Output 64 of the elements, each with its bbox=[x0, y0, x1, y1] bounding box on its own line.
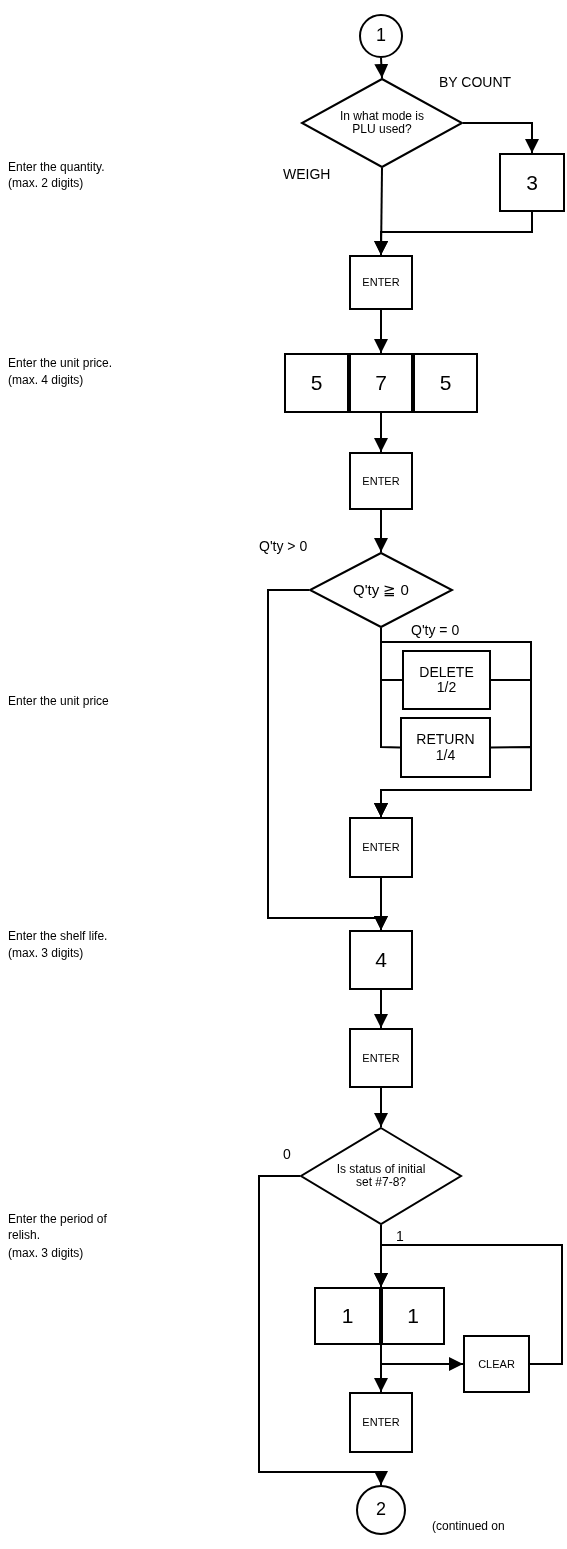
key-box bbox=[314, 1287, 381, 1345]
decision-diamond bbox=[301, 78, 463, 168]
arrow bbox=[374, 1087, 388, 1128]
instruction-note: Enter the period of relish. bbox=[8, 1212, 108, 1244]
decision-text: In what mode is PLU used? bbox=[338, 109, 425, 137]
key-label: 1 bbox=[407, 1304, 419, 1328]
arrow bbox=[374, 57, 389, 79]
arrow bbox=[462, 122, 539, 154]
key-box bbox=[349, 452, 413, 510]
instruction-note: (continued on bbox=[432, 1519, 506, 1535]
key-label: 3 bbox=[526, 170, 538, 195]
key-label: 4 bbox=[375, 948, 387, 972]
instruction-note: (max. 3 digits) bbox=[8, 946, 85, 962]
arrow bbox=[374, 509, 388, 553]
key-label: 1 bbox=[341, 1304, 354, 1328]
key-label: DELETE bbox=[419, 664, 474, 680]
key-box bbox=[349, 1028, 413, 1088]
instruction-note: Enter the shelf life. bbox=[8, 929, 109, 945]
key-box bbox=[349, 255, 413, 310]
decision-text: Q'ty ≧ 0 bbox=[353, 581, 409, 599]
instruction-note: (max. 3 digits) bbox=[8, 1246, 85, 1262]
key-box bbox=[381, 1287, 445, 1345]
key-box bbox=[413, 353, 478, 413]
arrow bbox=[374, 1344, 388, 1393]
arrow bbox=[374, 412, 388, 453]
key-box bbox=[349, 1392, 413, 1453]
connector-circle bbox=[356, 1485, 406, 1535]
key-label: RETURN bbox=[416, 732, 475, 748]
key-box bbox=[400, 717, 491, 778]
key-label: 7 bbox=[375, 371, 387, 395]
instruction-note: Enter the unit price. bbox=[8, 356, 114, 372]
arrow bbox=[374, 746, 532, 818]
instruction-note: Enter the quantity. bbox=[8, 160, 106, 176]
key-box bbox=[349, 353, 413, 413]
key-label: 2 bbox=[376, 1500, 386, 1520]
key-box bbox=[402, 650, 491, 710]
key-label: ENTER bbox=[362, 1416, 400, 1429]
arrow bbox=[374, 309, 388, 354]
key-box bbox=[499, 153, 565, 212]
key-box bbox=[349, 817, 413, 878]
key-box bbox=[284, 353, 349, 413]
arrow bbox=[258, 1175, 388, 1486]
key-label: ENTER bbox=[362, 841, 400, 854]
decision-diamond bbox=[300, 1127, 462, 1225]
key-label: ENTER bbox=[362, 474, 400, 488]
key-label: 1/4 bbox=[435, 747, 456, 763]
key-label: CLEAR bbox=[478, 1357, 515, 1371]
connector-circle bbox=[359, 14, 403, 58]
key-box bbox=[349, 930, 413, 990]
key-label: 5 bbox=[439, 371, 452, 395]
key-label: ENTER bbox=[362, 276, 400, 289]
instruction-note: (max. 4 digits) bbox=[8, 373, 85, 389]
arrow bbox=[374, 1244, 563, 1365]
key-label: 5 bbox=[310, 371, 323, 395]
instruction-note: Enter the unit price bbox=[8, 694, 110, 710]
key-label: ENTER bbox=[362, 1051, 400, 1065]
arrow bbox=[374, 989, 388, 1029]
key-label: 1 bbox=[376, 26, 386, 46]
arrow bbox=[374, 877, 388, 931]
key-label: 1/2 bbox=[436, 680, 457, 696]
decision-text: Is status of initial set #7-8? bbox=[335, 1162, 427, 1190]
arrow bbox=[374, 211, 533, 256]
key-box bbox=[463, 1335, 530, 1393]
instruction-note: (max. 2 digits) bbox=[8, 176, 85, 192]
